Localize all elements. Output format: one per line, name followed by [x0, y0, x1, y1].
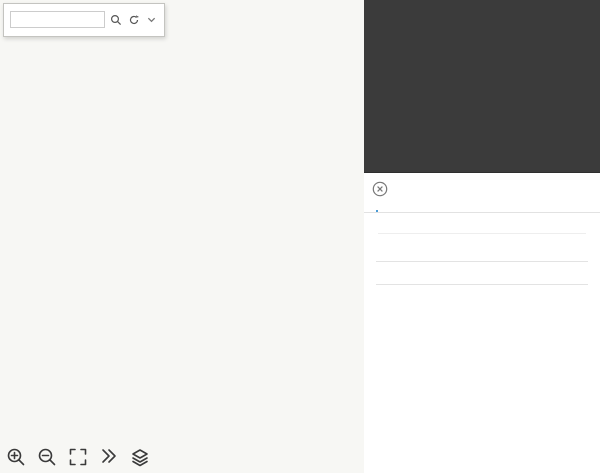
fit-content-button[interactable]: [66, 445, 90, 469]
interaction-network-pane[interactable]: [364, 0, 600, 172]
details-tabs: [364, 201, 600, 213]
zoom-out-icon: [38, 448, 56, 466]
tab-genes[interactable]: [392, 203, 394, 212]
search-panel: [3, 3, 165, 37]
biological-process-header: [376, 274, 588, 285]
tab-summary[interactable]: [376, 203, 378, 212]
ontology-tree-canvas[interactable]: [0, 0, 364, 473]
close-icon[interactable]: [372, 181, 388, 197]
details-body: [364, 213, 600, 285]
zoom-in-button[interactable]: [4, 445, 28, 469]
interaction-network-canvas[interactable]: [364, 0, 600, 172]
double-chevron-icon: [102, 449, 116, 463]
zoom-out-button[interactable]: [35, 445, 59, 469]
fit-content-icon: [69, 448, 87, 466]
reset-icon: [129, 14, 139, 24]
ontology-tree-pane[interactable]: [0, 0, 364, 473]
layers-icon: [132, 449, 148, 467]
collapse-panel-button[interactable]: [144, 12, 159, 27]
chevron-down-icon: [147, 17, 156, 23]
go-alignment-header: [376, 251, 588, 262]
map-controls: [4, 445, 152, 469]
go-alignment-chart: [376, 262, 588, 269]
details-header: [364, 173, 600, 201]
term-details-panel: [364, 172, 600, 473]
go-chart-axis: [438, 262, 586, 269]
robustness-top-axis: [378, 227, 586, 234]
collapse-tree-button[interactable]: [97, 445, 121, 469]
layers-button[interactable]: [128, 445, 152, 469]
reset-button[interactable]: [126, 12, 141, 27]
search-input[interactable]: [10, 11, 105, 28]
search-button[interactable]: [108, 12, 123, 27]
unique-term-id: [376, 217, 588, 224]
robustness-bottom-axis: [378, 236, 586, 243]
tab-interactions[interactable]: [408, 203, 410, 212]
zoom-in-icon: [7, 448, 25, 466]
term-robustness-chart: [376, 227, 588, 246]
search-icon: [110, 14, 121, 25]
